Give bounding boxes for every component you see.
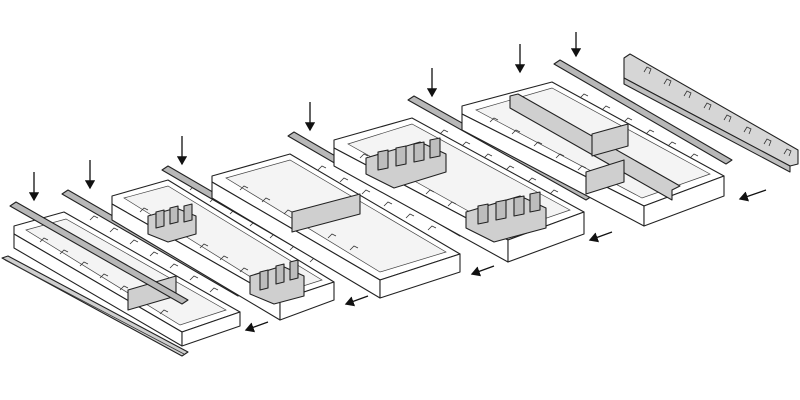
tray-end-face (279, 281, 335, 321)
tray-1 (1, 160, 269, 357)
bottom-rail (1, 255, 189, 357)
insert-arrow (588, 231, 613, 243)
tray-end-face (507, 211, 585, 263)
tray-5 (461, 32, 767, 227)
comb-insert (465, 191, 547, 243)
tray-end-face (643, 175, 725, 227)
insert-arrow (244, 321, 269, 333)
comb-insert (147, 203, 197, 243)
comb-insert (249, 259, 305, 305)
comb-insert (365, 137, 447, 189)
back-panel-slots (643, 66, 792, 157)
insert-arrow (344, 295, 369, 307)
tray-end-face (181, 311, 241, 347)
tray-6-back-panel (623, 53, 799, 173)
cross-divider-2 (585, 159, 625, 195)
cross-divider (591, 123, 629, 157)
insert-arrow (738, 189, 767, 202)
insert-arrow (470, 265, 495, 277)
back-panel-edge (623, 77, 791, 173)
tray-clips (39, 215, 219, 315)
tray-end-face (379, 253, 461, 299)
center-divider (291, 193, 361, 233)
top-rail (9, 201, 189, 305)
top-rail (553, 59, 733, 165)
